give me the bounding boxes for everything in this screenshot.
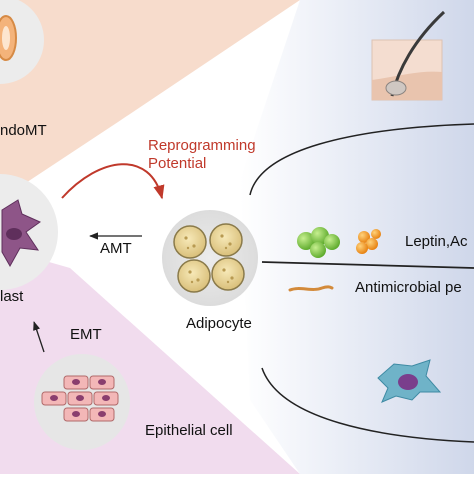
antimicrobial-label: Antimicrobial pe <box>355 279 462 296</box>
peptide-icon <box>288 285 334 292</box>
reprogramming-label-line1: Reprogramming <box>148 137 256 154</box>
orange-adipokine-icon <box>356 229 381 254</box>
immune-cell-icon <box>377 359 442 403</box>
vessel-icon <box>0 0 44 84</box>
epithelial-label: Epithelial cell <box>145 422 233 439</box>
leptin-label: Leptin,Ac <box>405 233 468 250</box>
adipocyte-icon <box>162 210 258 306</box>
emt-arrow <box>33 321 45 353</box>
fibroblast-label: last <box>0 288 24 305</box>
fibroblast-icon <box>0 174 58 290</box>
endomt-label: ndoMT <box>0 122 47 139</box>
green-adipokine-icon <box>297 227 340 258</box>
reprogramming-label-line2: Potential <box>148 155 207 172</box>
adipocyte-label: Adipocyte <box>186 315 252 332</box>
lower-bracket-line <box>261 367 474 443</box>
epithelial-icon <box>34 354 130 450</box>
middle-divider-line <box>261 261 474 269</box>
endomt-region <box>0 0 300 200</box>
reprogramming-arrow <box>61 163 165 200</box>
emt-label: EMT <box>70 326 102 343</box>
tissue-region <box>240 0 474 474</box>
amt-label: AMT <box>100 240 132 257</box>
upper-bracket-line <box>249 123 474 196</box>
hair-follicle-icon <box>371 10 446 101</box>
